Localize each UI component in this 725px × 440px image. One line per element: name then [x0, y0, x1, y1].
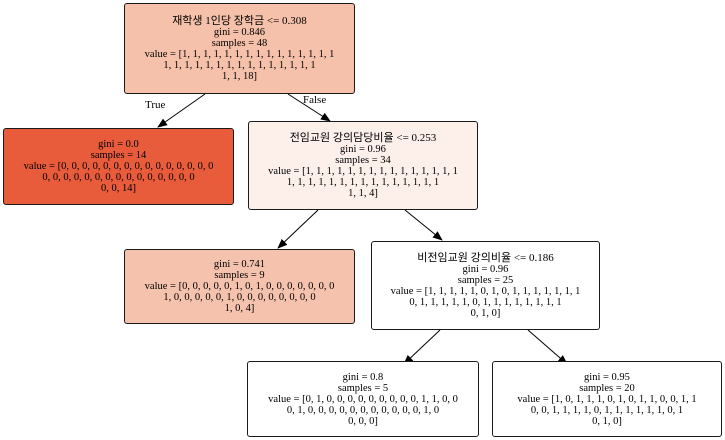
node-value-line: value = [1, 0, 1, 1, 1, 0, 1, 0, 1, 1, 0… — [517, 393, 697, 405]
node-value-line: 0, 0, 0] — [348, 415, 378, 427]
node-value-line: 0, 0, 1, 1, 1, 1, 0, 1, 1, 1, 1, 1, 1, 0… — [530, 404, 684, 416]
node-gini: gini = 0.8 — [342, 371, 384, 383]
true-edge-label: True — [145, 99, 166, 111]
node-value-line: 1, 1, 1, 1, 1, 1, 1, 1, 1, 1, 1, 1, 1, 1… — [286, 176, 440, 188]
node-samples: samples = 9 — [214, 270, 265, 281]
node-gini: gini = 0.846 — [213, 26, 266, 38]
edge-root-to-node-right — [287, 93, 331, 122]
node-gini: gini = 0.96 — [340, 143, 386, 155]
edge-right-to-leaf-mid — [277, 209, 319, 249]
node-gini: gini = 0.96 — [462, 263, 509, 275]
tree-node-inner: 비전임교원 강의비율 <= 0.186 gini = 0.96 samples … — [371, 241, 600, 330]
node-value-line: value = [1, 1, 1, 1, 1, 0, 1, 0, 1, 1, 1… — [390, 285, 581, 297]
node-samples: samples = 34 — [335, 154, 391, 166]
node-value-line: 1, 0, 0, 0, 0, 0, 1, 0, 0, 0, 0, 0, 0, 0… — [163, 292, 316, 303]
node-value-line: 1, 1, 4] — [348, 187, 378, 199]
node-value-line: value = [0, 0, 0, 0, 0, 1, 0, 1, 0, 0, 0… — [144, 281, 335, 292]
node-value-line: 0, 1, 0] — [592, 415, 622, 427]
node-value-line: 1, 1, 18] — [222, 70, 257, 82]
node-gini: gini = 0.741 — [213, 259, 266, 270]
tree-leaf-bottom-right: gini = 0.95 samples = 20 value = [1, 0, … — [492, 361, 722, 437]
node-gini: gini = 0.95 — [584, 371, 630, 383]
node-value-line: value = [1, 1, 1, 1, 1, 1, 1, 1, 1, 1, 1… — [144, 48, 335, 60]
tree-node-root: 재학생 1인당 장학금 <= 0.308 gini = 0.846 sample… — [124, 3, 355, 94]
node-value-line: 0, 1, 0, 0, 0, 0, 0, 0, 0, 0, 0, 0, 0, 1… — [286, 404, 440, 416]
node-value-line: value = [0, 1, 0, 0, 0, 0, 0, 0, 0, 0, 0… — [268, 393, 458, 405]
node-split-condition: 비전임교원 강의비율 <= 0.186 — [417, 251, 554, 264]
node-value-line: 1, 0, 4] — [224, 303, 255, 314]
node-samples: samples = 14 — [90, 150, 147, 161]
node-samples: samples = 25 — [457, 274, 514, 286]
node-value-line: 0, 1, 1, 1, 1, 1, 0, 1, 1, 1, 1, 1, 1, 1… — [409, 296, 562, 308]
node-samples: samples = 20 — [579, 382, 635, 394]
node-samples: samples = 48 — [211, 37, 268, 49]
false-edge-label: False — [303, 94, 327, 106]
node-value-line: value = [0, 0, 0, 0, 0, 0, 0, 0, 0, 0, 0… — [23, 161, 214, 172]
edge-right-to-node-inner — [404, 209, 443, 241]
node-value-line: 1, 1, 1, 1, 1, 1, 1, 1, 1, 1, 1, 1, 1, 1… — [163, 59, 316, 71]
tree-node-right: 전임교원 강의담당비율 <= 0.253 gini = 0.96 samples… — [248, 121, 478, 210]
node-samples: samples = 5 — [337, 382, 389, 394]
node-value-line: value = [1, 1, 1, 1, 1, 1, 1, 1, 1, 1, 1… — [268, 165, 458, 177]
node-split-condition: 전임교원 강의담당비율 <= 0.253 — [289, 131, 437, 144]
tree-leaf-mid: gini = 0.741 samples = 9 value = [0, 0, … — [124, 249, 355, 324]
edge-inner-to-leaf-br — [527, 329, 568, 365]
node-split-condition: 재학생 1인당 장학금 <= 0.308 — [172, 14, 307, 27]
node-gini: gini = 0.0 — [98, 139, 139, 150]
tree-leaf-left: gini = 0.0 samples = 14 value = [0, 0, 0… — [3, 128, 234, 205]
node-value-line: 0, 1, 0] — [470, 307, 501, 319]
edge-root-to-leaf-left — [157, 93, 206, 128]
edge-inner-to-leaf-bl — [403, 329, 441, 365]
node-value-line: 0, 0, 14] — [101, 183, 136, 194]
node-value-line: 0, 0, 0, 0, 0, 0, 0, 0, 0, 0, 0, 0, 0, 0… — [42, 172, 195, 183]
tree-leaf-bottom-left: gini = 0.8 samples = 5 value = [0, 1, 0,… — [247, 361, 479, 437]
